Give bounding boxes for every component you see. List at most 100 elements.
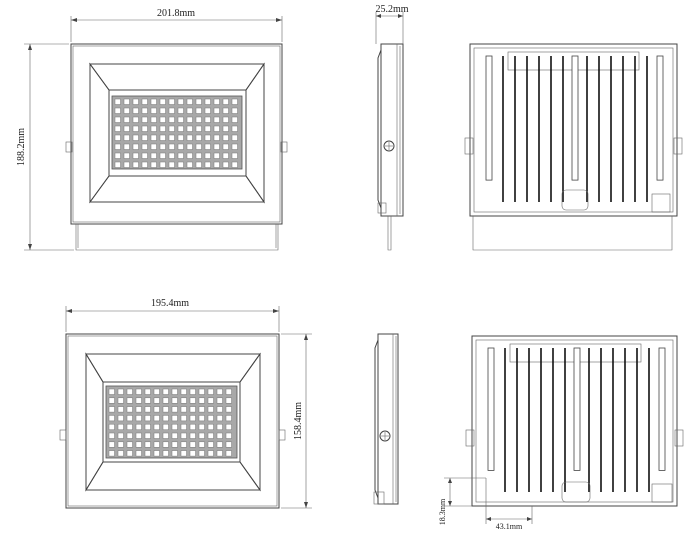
- led-chip: [222, 125, 229, 132]
- led-chip: [123, 107, 130, 114]
- led-chip: [162, 388, 169, 395]
- led-chip: [189, 388, 196, 395]
- back-housing: [471, 335, 678, 507]
- led-chip: [225, 441, 232, 448]
- led-chip: [189, 423, 196, 430]
- led-chip: [162, 441, 169, 448]
- led-chip: [144, 388, 151, 395]
- led-chip: [123, 125, 130, 132]
- led-chip: [207, 397, 214, 404]
- led-chip: [216, 406, 223, 413]
- led-chip: [207, 441, 214, 448]
- led-chip: [153, 441, 160, 448]
- led-chip: [216, 441, 223, 448]
- led-chip: [108, 450, 115, 457]
- led-chip: [198, 450, 205, 457]
- led-chip: [153, 415, 160, 422]
- front-bevel-top: [85, 353, 261, 383]
- led-chip: [126, 397, 133, 404]
- led-chip: [123, 116, 130, 123]
- led-chip: [222, 152, 229, 159]
- led-chip: [207, 423, 214, 430]
- led-chip: [207, 432, 214, 439]
- led-chip: [141, 134, 148, 141]
- led-chip: [171, 423, 178, 430]
- led-chip: [213, 116, 220, 123]
- led-chip: [114, 152, 121, 159]
- led-chip: [153, 388, 160, 395]
- led-chip: [207, 450, 214, 457]
- led-chip: [180, 432, 187, 439]
- led-chip: [204, 134, 211, 141]
- led-chip: [162, 450, 169, 457]
- led-chip: [150, 152, 157, 159]
- led-array: [108, 388, 232, 457]
- led-chip: [168, 116, 175, 123]
- side-view-top: [377, 43, 404, 251]
- led-chip: [126, 432, 133, 439]
- led-chip: [180, 441, 187, 448]
- led-chip: [177, 134, 184, 141]
- led-chip: [144, 450, 151, 457]
- led-chip: [162, 432, 169, 439]
- led-chip: [117, 450, 124, 457]
- led-chip: [108, 432, 115, 439]
- led-chip: [186, 125, 193, 132]
- back-handle: [561, 481, 591, 503]
- led-chip: [177, 125, 184, 132]
- led-chip: [216, 397, 223, 404]
- led-chip: [144, 415, 151, 422]
- led-chip: [135, 441, 142, 448]
- led-chip: [159, 161, 166, 168]
- led-chip: [168, 134, 175, 141]
- led-chip: [159, 107, 166, 114]
- led-chip: [198, 441, 205, 448]
- led-chip: [222, 134, 229, 141]
- led-chip: [225, 423, 232, 430]
- led-chip: [180, 406, 187, 413]
- dim-label-bottom-width: 195.4mm: [151, 298, 189, 309]
- dim-label-bottom-height: 158.4mm: [293, 402, 304, 440]
- led-chip: [207, 388, 214, 395]
- led-chip: [108, 388, 115, 395]
- led-chip: [207, 415, 214, 422]
- heatsink-fin: [571, 55, 579, 181]
- led-chip: [213, 134, 220, 141]
- led-chip: [216, 388, 223, 395]
- back-knob-left: [465, 429, 475, 447]
- led-chip: [135, 450, 142, 457]
- led-chip: [117, 423, 124, 430]
- led-chip: [150, 116, 157, 123]
- led-chip: [108, 397, 115, 404]
- led-chip: [207, 406, 214, 413]
- dim-label-bottom-offset-x: 43.1mm: [496, 522, 523, 531]
- led-chip: [189, 397, 196, 404]
- front-housing-inner: [72, 45, 281, 223]
- front-bevel-right: [245, 62, 265, 204]
- led-chip: [141, 143, 148, 150]
- led-chip: [144, 406, 151, 413]
- led-chip: [114, 116, 121, 123]
- led-chip: [126, 450, 133, 457]
- back-knob-right: [673, 137, 683, 155]
- led-chip: [168, 152, 175, 159]
- led-chip: [168, 125, 175, 132]
- heatsink-fins: [487, 347, 666, 492]
- led-chip: [231, 107, 238, 114]
- led-chip: [180, 450, 187, 457]
- front-bevel-right: [239, 352, 261, 492]
- led-chip: [177, 152, 184, 159]
- dim-label-bottom-offset-y: 18.3mm: [438, 498, 447, 525]
- led-chip: [144, 441, 151, 448]
- front-bevel-bottom: [85, 461, 261, 491]
- led-chip: [177, 143, 184, 150]
- led-chip: [123, 134, 130, 141]
- led-panel: [111, 95, 243, 170]
- led-chip: [198, 388, 205, 395]
- side-housing: [377, 333, 399, 505]
- led-chip: [141, 152, 148, 159]
- led-chip: [198, 406, 205, 413]
- dimension-bottom-offset-y: 18.3mm: [438, 477, 486, 525]
- led-chip: [171, 441, 178, 448]
- led-chip: [117, 397, 124, 404]
